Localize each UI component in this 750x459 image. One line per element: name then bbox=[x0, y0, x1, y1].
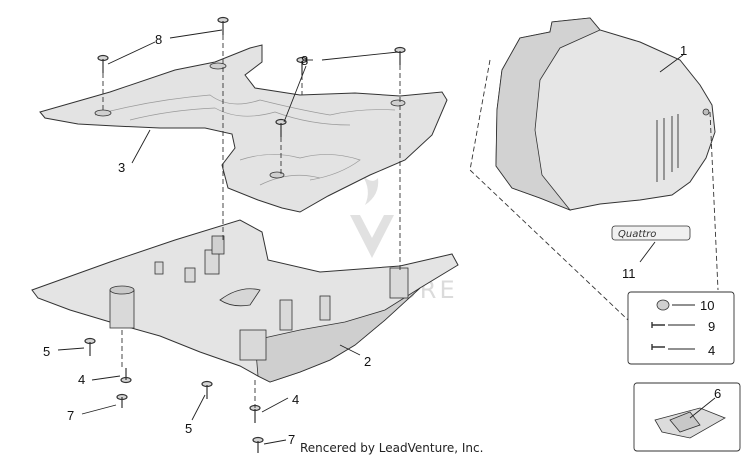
callout-4: 4 bbox=[292, 392, 299, 407]
callout-10: 10 bbox=[700, 298, 714, 313]
screw-icon bbox=[249, 404, 261, 423]
callout-9: 9 bbox=[708, 319, 715, 334]
screw-icon bbox=[84, 337, 96, 356]
screw-icon bbox=[217, 16, 229, 35]
callout-4: 4 bbox=[708, 343, 715, 358]
screw-icon bbox=[651, 344, 665, 350]
screw-icon bbox=[120, 368, 132, 384]
callouts: 8 8 3 1 11 10 9 4 6 2 5 4 7 5 4 7 bbox=[43, 32, 721, 447]
v-logo-icon bbox=[350, 215, 394, 258]
callout-6: 6 bbox=[714, 386, 721, 401]
callout-11: 11 bbox=[622, 266, 636, 281]
callout-8: 8 bbox=[301, 53, 308, 68]
callout-4: 4 bbox=[78, 372, 85, 387]
callout-5: 5 bbox=[185, 421, 192, 436]
clip-detail-box bbox=[633, 382, 741, 452]
part-11-emblem: Quattro bbox=[611, 225, 691, 241]
screw-icon bbox=[252, 436, 264, 453]
part-3-floor-mat bbox=[39, 44, 448, 213]
screw-icon bbox=[394, 46, 406, 65]
callout-5: 5 bbox=[43, 344, 50, 359]
callout-8: 8 bbox=[155, 32, 162, 47]
screw-icon bbox=[97, 54, 109, 73]
screw-icon bbox=[201, 380, 213, 399]
emblem-text: Quattro bbox=[618, 229, 656, 240]
screw-icon bbox=[275, 118, 287, 137]
part-1-side-cover bbox=[495, 17, 716, 211]
screw-icon bbox=[116, 393, 128, 408]
part-2-lower-cover bbox=[31, 219, 459, 383]
callout-3: 3 bbox=[118, 160, 125, 175]
grommet-icon bbox=[656, 299, 670, 311]
hardware-detail-box bbox=[627, 291, 735, 365]
flame-logo-icon bbox=[362, 175, 379, 205]
credit-text: Rencered by LeadVenture, Inc. bbox=[300, 441, 483, 455]
screw-icon bbox=[651, 322, 665, 328]
leader-lines bbox=[57, 29, 716, 445]
callout-2: 2 bbox=[364, 354, 371, 369]
callout-1: 1 bbox=[680, 43, 687, 58]
assembly-lines bbox=[102, 35, 719, 408]
callout-7: 7 bbox=[288, 432, 295, 447]
callout-7: 7 bbox=[67, 408, 74, 423]
